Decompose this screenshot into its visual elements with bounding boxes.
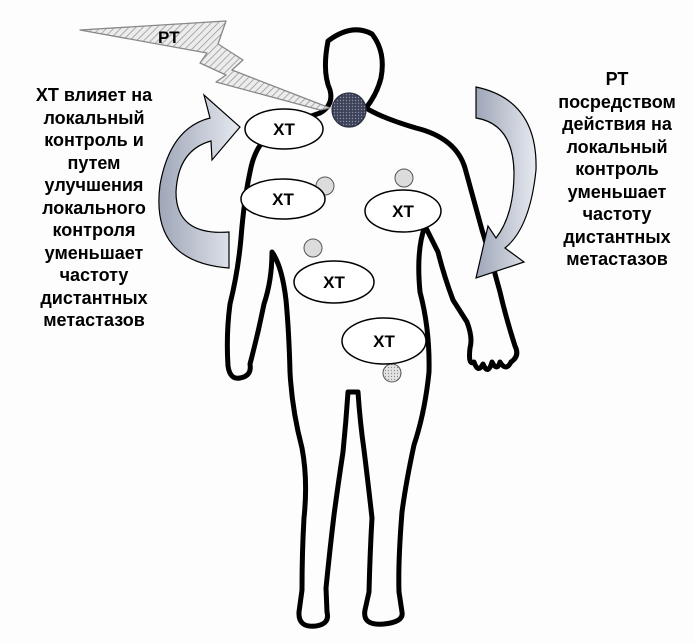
metastasis-dot bbox=[395, 169, 413, 187]
left-caption: ХТ влияет на локальный контроль и путем … bbox=[4, 84, 184, 332]
right-caption: РТ посредством действия на локальный кон… bbox=[542, 68, 692, 271]
chemo-site: ХТ bbox=[342, 318, 426, 364]
chemo-label: ХТ bbox=[273, 120, 295, 139]
metastasis-dot bbox=[304, 239, 322, 257]
primary-tumor bbox=[332, 93, 366, 127]
lightning-label: РТ bbox=[158, 28, 180, 47]
chemo-site: ХТ bbox=[365, 190, 441, 232]
chemo-label: ХТ bbox=[272, 190, 294, 209]
chemo-label: ХТ bbox=[392, 202, 414, 221]
chemo-site: ХТ bbox=[294, 261, 374, 303]
chemo-label: ХТ bbox=[323, 273, 345, 292]
right-curved-arrow bbox=[476, 87, 536, 278]
metastasis-dot bbox=[383, 364, 401, 382]
chemo-site: ХТ bbox=[241, 179, 325, 219]
chemo-site: ХТ bbox=[245, 109, 323, 149]
chemo-label: ХТ bbox=[373, 332, 395, 351]
